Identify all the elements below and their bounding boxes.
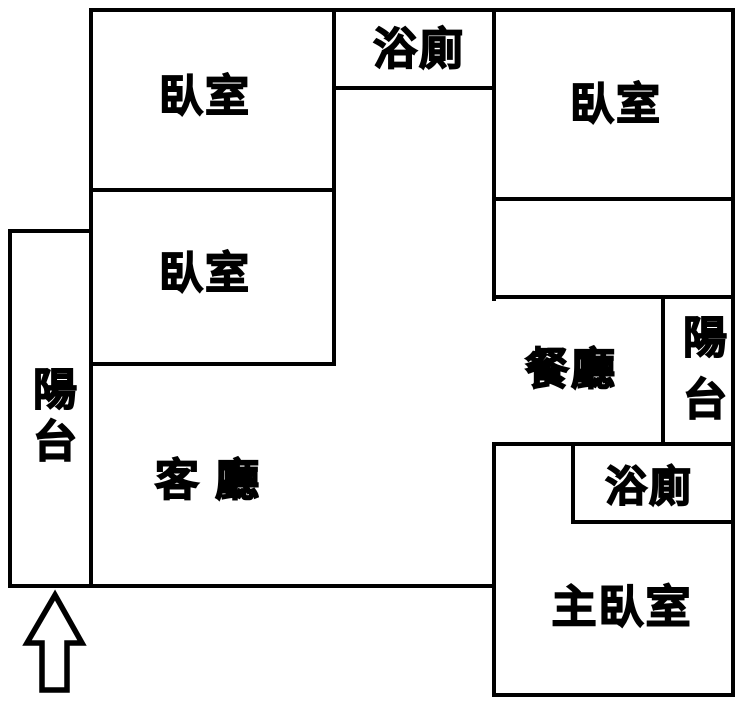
wall-balcony-left-outer xyxy=(8,229,12,588)
wall-master-left xyxy=(492,442,496,697)
entrance-arrow-icon xyxy=(22,589,87,693)
wall-mid-vertical xyxy=(332,8,336,366)
room-label-living-room: 客 廳 xyxy=(154,456,262,505)
wall-balcony-right-left xyxy=(661,295,665,446)
wall-outer-right xyxy=(731,8,735,697)
wall-bedroom2-bottom xyxy=(89,362,336,366)
wall-outer-top xyxy=(90,8,735,12)
wall-master-top xyxy=(492,442,735,446)
wall-bathroom-top-bottom xyxy=(332,86,496,90)
wall-right-mid-vertical xyxy=(492,8,496,301)
room-label-balcony-left: 陽台 xyxy=(25,365,76,471)
wall-left-inner xyxy=(89,8,93,588)
room-label-bathroom-top: 浴廁 xyxy=(372,25,465,74)
wall-living-bottom xyxy=(8,584,496,588)
wall-bedroom3-bottom xyxy=(492,197,735,201)
room-label-bedroom-top-left: 臥室 xyxy=(158,72,251,121)
wall-bedroom1-bottom xyxy=(89,188,336,192)
room-label-dining-room: 餐廳 xyxy=(524,345,617,394)
room-label-bathroom-master: 浴廁 xyxy=(604,463,694,510)
room-label-bedroom-middle-left: 臥室 xyxy=(158,249,251,298)
wall-bathroom-master-bottom xyxy=(571,520,735,524)
room-label-bedroom-top-right: 臥室 xyxy=(569,80,662,129)
wall-master-bottom xyxy=(492,693,735,697)
wall-bathroom-master-left xyxy=(571,442,575,524)
room-label-master-bedroom: 主臥室 xyxy=(551,581,693,633)
room-label-balcony-right: 陽台 xyxy=(675,313,726,439)
wall-balcony-left-top xyxy=(8,229,93,233)
wall-utility-bottom xyxy=(492,295,735,299)
